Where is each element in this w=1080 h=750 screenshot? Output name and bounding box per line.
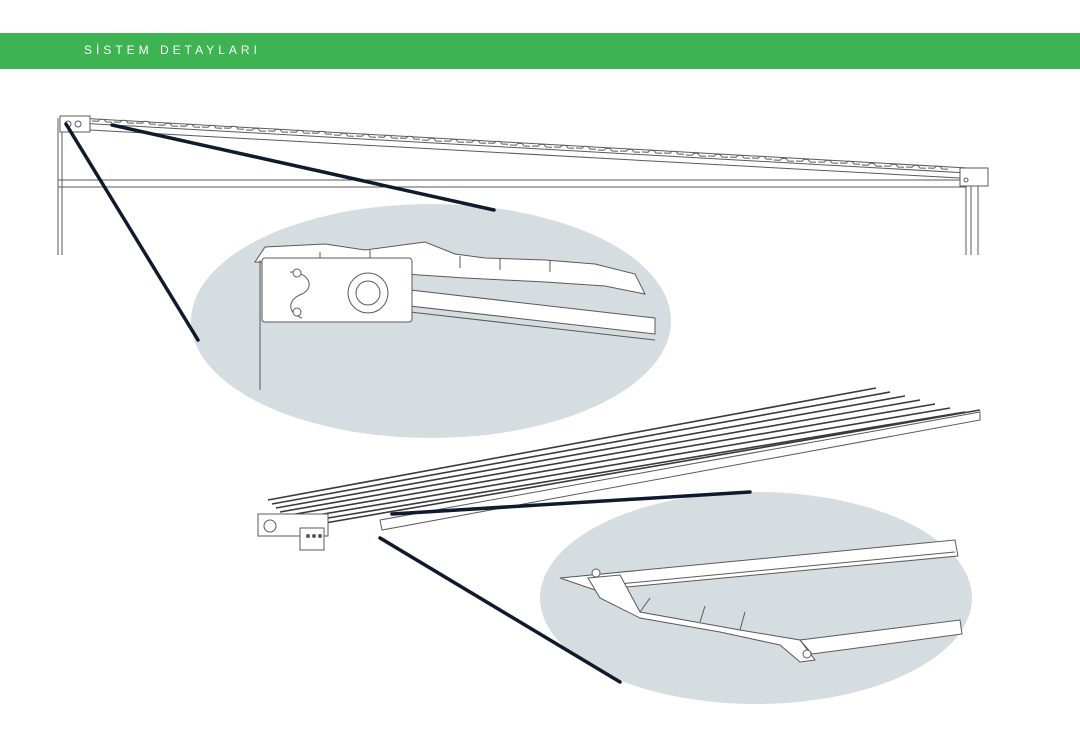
page-title: SİSTEM DETAYLARI [84, 43, 261, 57]
leader-lines [64, 122, 752, 684]
header-bar: SİSTEM DETAYLARI [0, 33, 1080, 69]
louvre-blade-row [91, 118, 949, 170]
louvre-frame [257, 411, 981, 551]
pergola-elevation [57, 115, 989, 255]
detail-circle-2 [540, 492, 972, 704]
louvres-open-view [267, 387, 981, 529]
detail-circle-1 [191, 204, 671, 438]
